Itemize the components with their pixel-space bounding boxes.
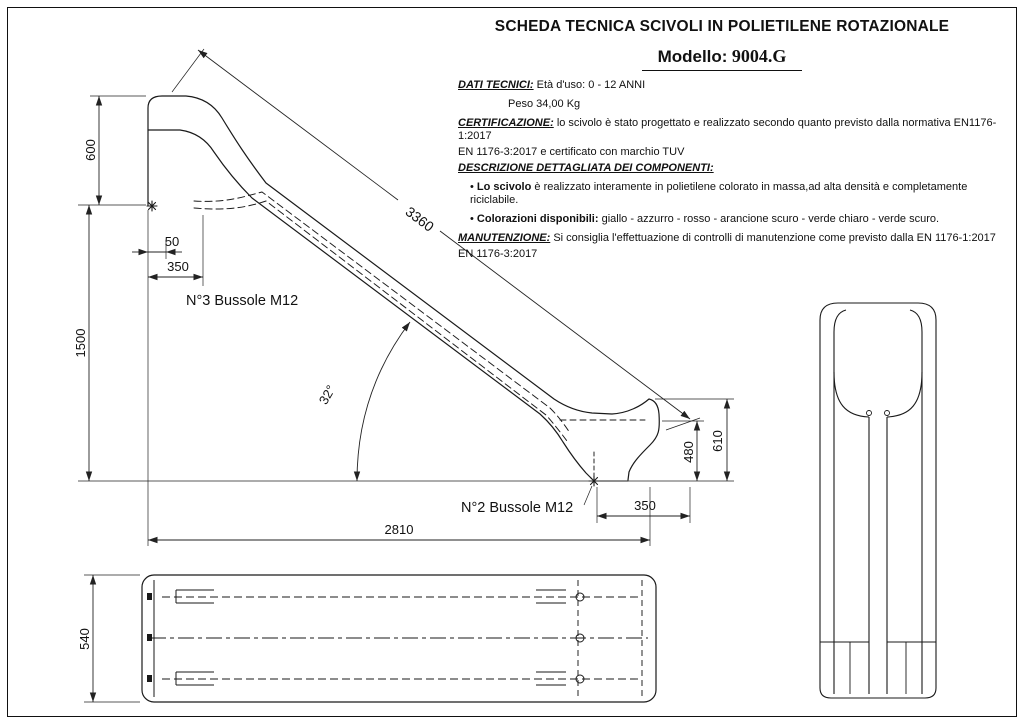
top-view-dimensions: 540 bbox=[77, 574, 140, 703]
bussole-top-label: N°3 Bussole M12 bbox=[186, 293, 298, 309]
model-underline: Modello: 9004.G bbox=[641, 46, 803, 71]
model-label: Modello: bbox=[657, 47, 728, 66]
dim-480-label: 480 bbox=[681, 441, 696, 463]
bullet-1-lead: Lo scivolo bbox=[476, 180, 532, 193]
bullet-1-text: è realizzato interamente in polietilene … bbox=[470, 180, 968, 207]
dim-350-exit-label: 350 bbox=[634, 498, 656, 513]
hidden-edge-2 bbox=[193, 200, 568, 442]
spec-manutenzione-1: MANUTENZIONE: Si consiglia l'effettuazio… bbox=[458, 232, 1010, 246]
spec-dati-tecnici: DATI TECNICI: Età d'uso: 0 - 12 ANNI bbox=[458, 79, 1010, 93]
side-view bbox=[146, 95, 660, 487]
slide-outline-bottom bbox=[147, 129, 593, 480]
spec-descrizione: DESCRIZIONE DETTAGLIATA DEI COMPONENTI: bbox=[458, 162, 1010, 176]
dim-angle-label: 32° bbox=[316, 382, 339, 407]
dim-2810-label: 2810 bbox=[385, 522, 414, 537]
spec-certificazione-2: EN 1176-3:2017 e certificato con marchio… bbox=[458, 146, 685, 158]
bussole-bottom-label: N°2 Bussole M12 bbox=[461, 500, 573, 516]
spec-peso: Peso 34,00 Kg bbox=[508, 97, 581, 110]
front-view-outline bbox=[819, 302, 937, 699]
specs-block: DATI TECNICI: Età d'uso: 0 - 12 ANNI Pes… bbox=[458, 79, 1010, 266]
spec-certificazione-1: CERTIFICAZIONE: lo scivolo è stato proge… bbox=[458, 117, 1010, 145]
top-view-outline bbox=[141, 574, 657, 703]
dati-tecnici-label: DATI TECNICI: bbox=[458, 79, 534, 91]
extension-lines bbox=[78, 48, 734, 546]
dim-610-label: 610 bbox=[710, 430, 725, 452]
dim-350-top-label: 350 bbox=[167, 259, 189, 274]
model-value: 9004.G bbox=[731, 46, 787, 66]
descrizione-label: DESCRIZIONE DETTAGLIATA DEI COMPONENTI: bbox=[458, 161, 714, 174]
certificazione-text-1: lo scivolo è stato progettato e realizza… bbox=[458, 116, 997, 143]
top-view bbox=[141, 574, 657, 703]
dim-600-label: 600 bbox=[83, 139, 98, 161]
bussola-marker-top bbox=[146, 200, 158, 212]
spec-manutenzione-2: EN 1176-3:2017 bbox=[458, 247, 538, 260]
slide-outline-top bbox=[147, 95, 660, 481]
spec-bullet-1: • Lo scivolo è realizzato interamente in… bbox=[470, 181, 1010, 209]
hidden-edge-1 bbox=[193, 191, 571, 434]
angle-arc bbox=[353, 321, 411, 482]
dati-tecnici-value: Età d'uso: 0 - 12 ANNI bbox=[536, 79, 646, 91]
dim-540-label: 540 bbox=[77, 628, 92, 650]
page-border bbox=[7, 7, 1017, 717]
manutenzione-label: MANUTENZIONE: bbox=[458, 231, 551, 244]
dim-50-label: 50 bbox=[165, 234, 179, 249]
spec-bullet-2: • Colorazioni disponibili: giallo - azzu… bbox=[470, 213, 1010, 227]
certificazione-label: CERTIFICAZIONE: bbox=[458, 116, 554, 129]
page-title: SCHEDA TECNICA SCIVOLI IN POLIETILENE RO… bbox=[494, 18, 950, 35]
bullet-2-text: giallo - azzurro - rosso - arancione scu… bbox=[601, 213, 940, 225]
manutenzione-text-1: Si consiglia l'effettuazione di controll… bbox=[553, 231, 996, 244]
bullet-2-lead: Colorazioni disponibili: bbox=[476, 213, 599, 225]
front-view bbox=[819, 302, 937, 699]
model-line: Modello: 9004.G bbox=[430, 46, 1014, 71]
dim-3360-label: 3360 bbox=[403, 203, 438, 235]
dim-1500-label: 1500 bbox=[73, 329, 88, 358]
bullet-char-2: • bbox=[470, 213, 474, 225]
bullet-char-1: • bbox=[470, 180, 474, 193]
